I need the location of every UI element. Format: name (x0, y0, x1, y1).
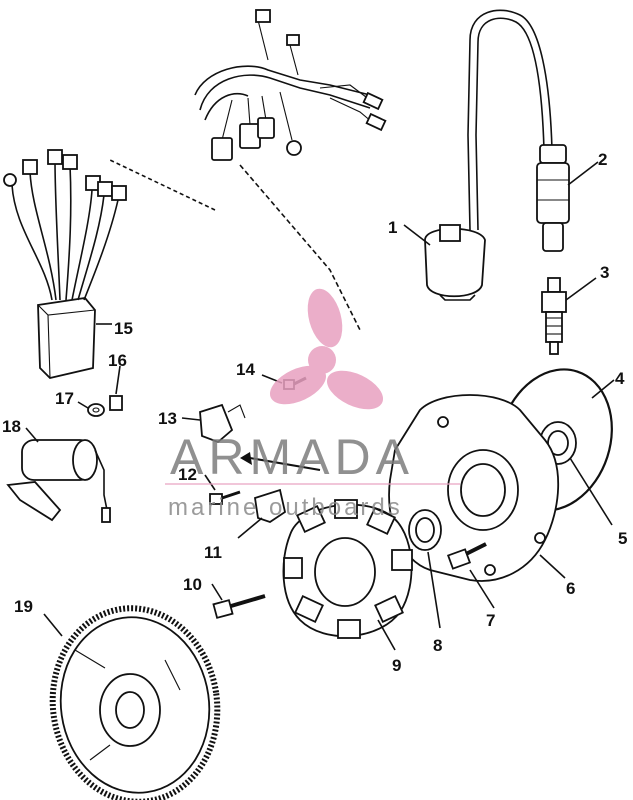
armada-watermark: ARMADA marine outboards (165, 288, 460, 521)
starter-relay (6, 439, 111, 523)
cdi-unit (3, 149, 127, 379)
relay-bolt (109, 395, 123, 411)
stator-bolt (212, 594, 266, 619)
spark-plug-cap (536, 144, 570, 252)
washer (87, 403, 105, 417)
ignition-coil (424, 9, 553, 301)
callout-12: 12 (178, 465, 197, 484)
callout-3: 3 (600, 263, 609, 282)
flywheel (49, 605, 221, 800)
watermark-tagline: marine outboards (168, 494, 403, 521)
stator-coil (282, 499, 413, 639)
callout-7: 7 (486, 611, 495, 630)
callout-11: 11 (204, 543, 222, 562)
callout-8: 8 (433, 636, 442, 655)
callout-6: 6 (566, 579, 575, 598)
wiring-harness (109, 9, 387, 331)
callout-4: 4 (615, 369, 625, 388)
callout-16: 16 (108, 351, 127, 370)
callout-19: 19 (14, 597, 33, 616)
callout-18: 18 (2, 417, 21, 436)
callout-14: 14 (236, 360, 255, 379)
housing-bolt (446, 542, 487, 570)
propeller-logo-icon (269, 288, 384, 410)
watermark-brand: ARMADA (170, 429, 414, 485)
stator-housing (388, 394, 560, 582)
callout-1: 1 (388, 218, 397, 237)
callout-13: 13 (158, 409, 177, 428)
pulser-coil (199, 403, 246, 444)
callout-9: 9 (392, 656, 401, 675)
spark-plug (541, 277, 567, 355)
crankshaft-seal (408, 509, 442, 551)
callout-5: 5 (618, 529, 627, 548)
pulser-bracket (253, 488, 287, 523)
callout-15: 15 (114, 319, 133, 338)
callout-10: 10 (183, 575, 202, 594)
bracket-screw (209, 490, 241, 505)
callout-17: 17 (55, 389, 74, 408)
callout-2: 2 (598, 150, 607, 169)
